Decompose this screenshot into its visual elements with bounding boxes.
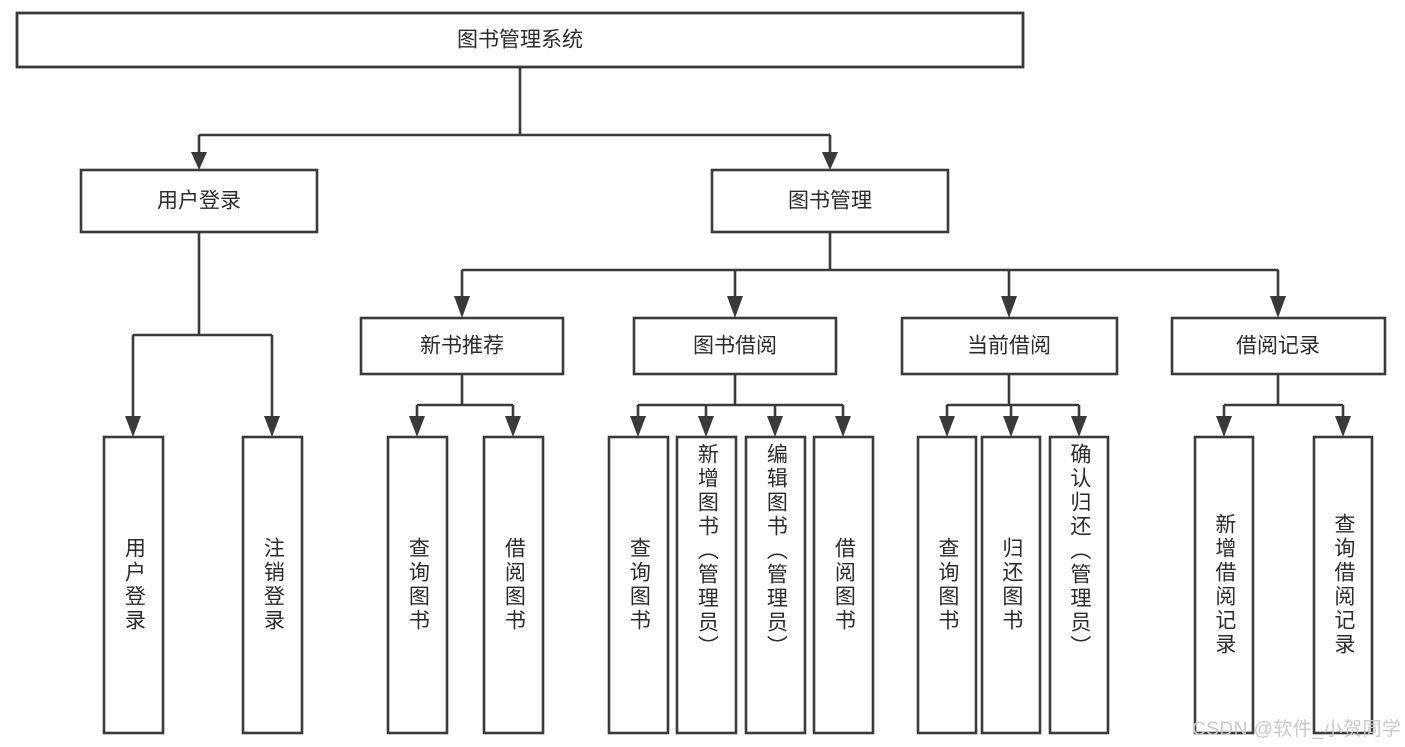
node-root-label: 图书管理系统 [457, 29, 583, 52]
arrow-to-borrow-record [1270, 296, 1286, 318]
node-leaf-confirm-return[interactable] [1048, 435, 1110, 735]
arrow-to-leaf-return-book [1003, 416, 1019, 437]
node-book-management-label: 图书管理 [788, 190, 872, 213]
arrow-to-book-management [822, 152, 838, 170]
node-leaf-add-borrow-record[interactable] [1193, 435, 1255, 735]
node-leaf-add-book[interactable] [675, 435, 738, 735]
node-user-login-label: 用户登录 [157, 190, 241, 213]
arrow-to-leaf-confirm-return [1071, 416, 1087, 437]
arrow-to-leaf-query-book-3 [939, 416, 955, 437]
node-leaf-return-book[interactable] [980, 435, 1042, 735]
node-leaf-edit-book[interactable] [744, 435, 807, 735]
node-borrow-record-label: 借阅记录 [1236, 335, 1320, 358]
arrow-to-new-book-recommend [454, 296, 470, 318]
node-new-book-recommend[interactable] [359, 316, 565, 376]
arrow-to-current-borrow [1001, 296, 1017, 318]
node-leaf-query-book-1[interactable] [386, 435, 449, 735]
arrow-to-leaf-add-borrow-record [1216, 416, 1232, 437]
node-leaf-user-login[interactable] [102, 435, 165, 735]
node-leaf-query-borrow-record[interactable] [1312, 435, 1374, 735]
node-current-borrow-label: 当前借阅 [967, 335, 1051, 358]
arrow-to-user-login [191, 152, 207, 170]
arrow-to-leaf-logout-login [264, 416, 280, 437]
node-new-book-recommend-label: 新书推荐 [420, 335, 504, 358]
node-leaf-query-book-3[interactable] [916, 435, 978, 735]
node-book-borrow-label: 图书借阅 [693, 335, 777, 358]
node-layer: 图书管理系统 用户登录 图书管理 新书推荐 图书借阅 当前借阅 借阅记录 [15, 11, 1387, 735]
node-borrow-record[interactable] [1170, 316, 1387, 376]
arrow-to-leaf-borrow-book-2 [835, 416, 851, 437]
node-book-borrow[interactable] [632, 316, 838, 376]
arrow-to-leaf-user-login [125, 416, 141, 437]
node-book-management[interactable] [710, 168, 950, 234]
node-current-borrow[interactable] [900, 316, 1119, 376]
node-user-login[interactable] [79, 168, 319, 234]
csdn-watermark: CSDN @软件_小贺同学 [1192, 719, 1402, 740]
node-leaf-query-book-2[interactable] [607, 435, 670, 735]
arrow-to-leaf-query-borrow-record [1335, 416, 1351, 437]
arrow-to-book-borrow [727, 296, 743, 318]
node-leaf-logout-login[interactable] [241, 435, 304, 735]
arrow-to-leaf-query-book-2 [630, 416, 646, 437]
connector-layer [125, 67, 1351, 437]
node-leaf-borrow-book-1[interactable] [482, 435, 545, 735]
arrow-to-leaf-add-book [698, 416, 714, 437]
arrow-to-leaf-query-book-1 [409, 416, 425, 437]
arrow-to-leaf-borrow-book-1 [505, 416, 521, 437]
node-leaf-borrow-book-2[interactable] [812, 435, 875, 735]
node-root[interactable] [15, 11, 1025, 69]
arrow-to-leaf-edit-book [767, 416, 783, 437]
